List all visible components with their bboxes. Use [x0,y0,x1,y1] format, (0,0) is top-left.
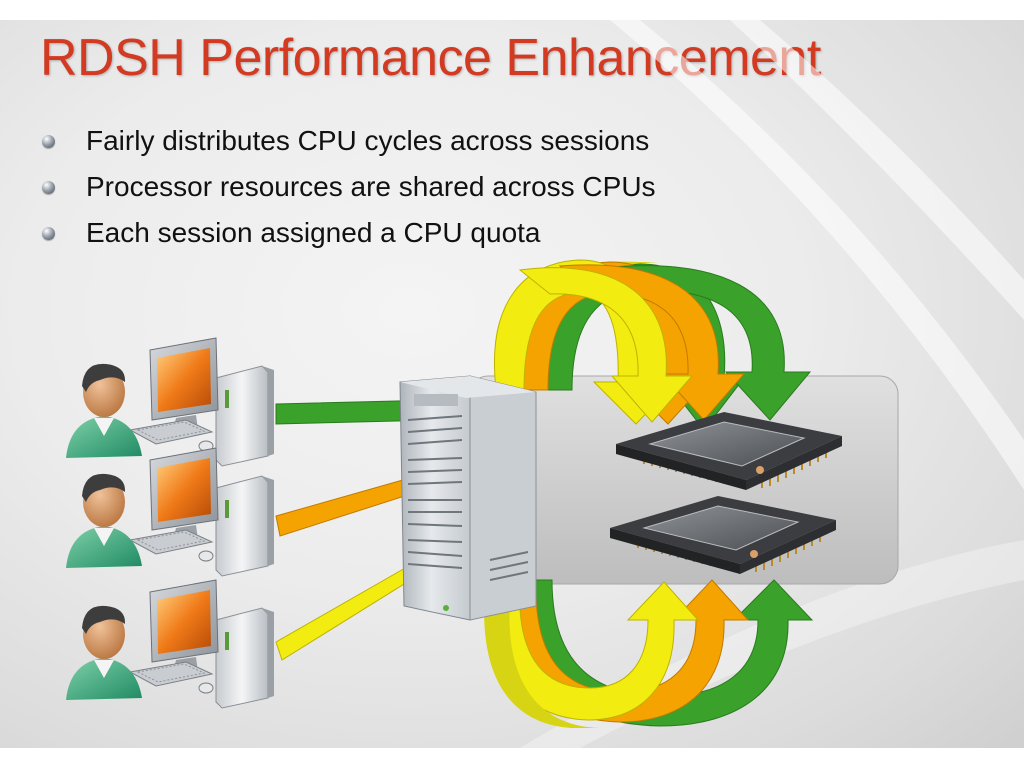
bullet-item: Processor resources are shared across CP… [42,164,656,210]
user-workstation-icon [65,579,275,709]
sphere-bullet-icon [42,226,55,240]
session-cpu-diagram [65,20,1024,748]
slide: RDSH Performance Enhancement Fairly dist… [0,20,1024,748]
bullet-text: Each session assigned a CPU quota [86,217,541,248]
user-workstation-icon [65,337,275,467]
bullet-text: Fairly distributes CPU cycles across ses… [86,125,650,156]
top-yellow-arrow [518,267,694,423]
bullet-item: Each session assigned a CPU quota [42,210,656,256]
bullet-list: Fairly distributes CPU cycles across ses… [42,118,656,256]
bullet-item: Fairly distributes CPU cycles across ses… [42,118,656,164]
server-tower-icon [399,375,537,621]
bottom-loop-arrows [484,579,814,728]
top-green-arrow [598,265,812,421]
bullet-text: Processor resources are shared across CP… [86,171,656,202]
sphere-bullet-icon [42,134,55,148]
sphere-bullet-icon [42,180,55,194]
user-workstation-icon [65,447,275,577]
